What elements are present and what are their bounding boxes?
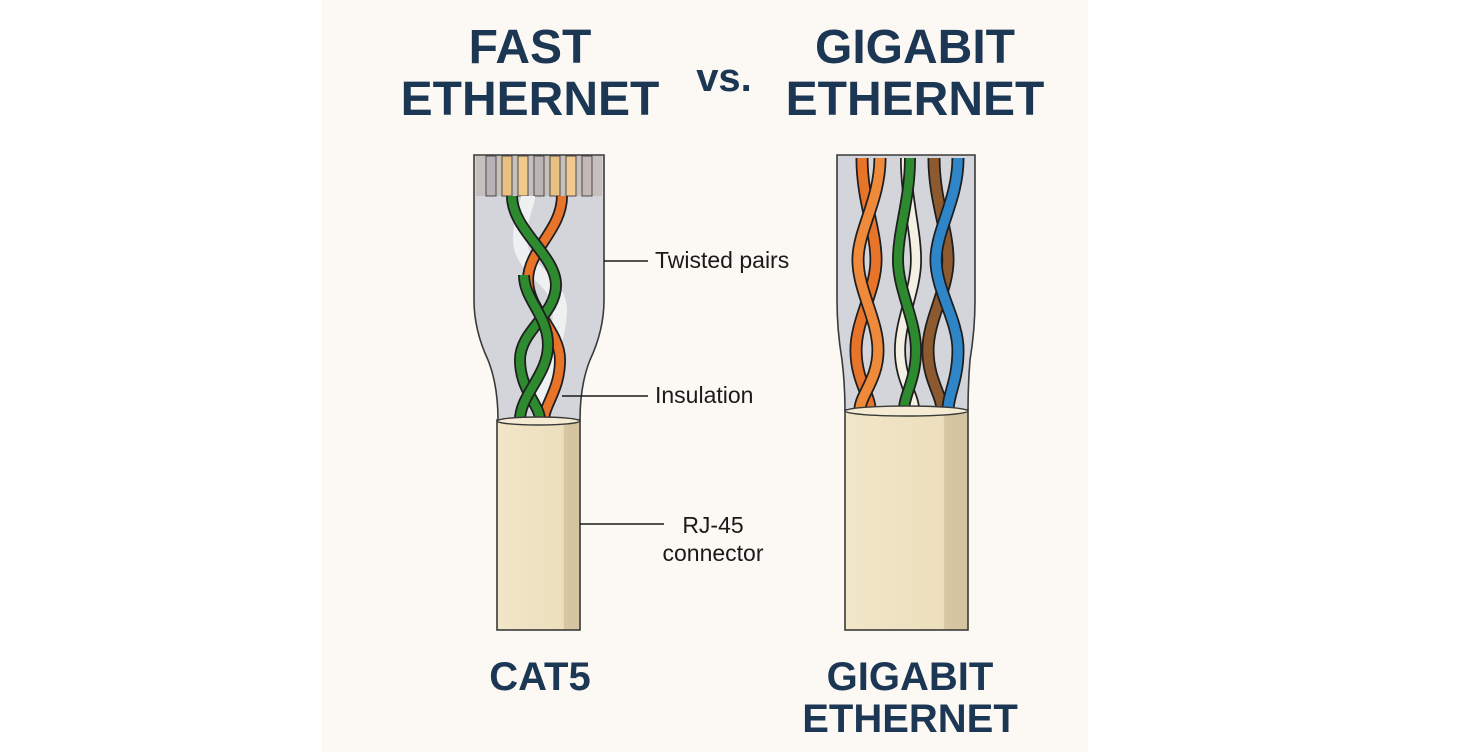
title-right-line1: GIGABIT	[815, 21, 1015, 74]
gigabit-cable	[836, 154, 976, 631]
title-vs: vs.	[696, 56, 752, 100]
label-twisted-pairs: Twisted pairs	[655, 247, 790, 273]
cat5-cable	[473, 154, 605, 631]
label-rj45-line2: connector	[662, 540, 764, 566]
label-rj45-line1: RJ-45	[682, 512, 744, 538]
caption-cat5: CAT5	[489, 655, 591, 699]
title-gigabit-ethernet: GIGABIT ETHERNET	[770, 22, 1060, 126]
cat5-jacket	[496, 419, 581, 631]
caption-right-line2: ETHERNET	[802, 697, 1018, 741]
title-left-line2: ETHERNET	[400, 73, 660, 126]
caption-gigabit-ethernet: GIGABIT ETHERNET	[780, 656, 1040, 740]
title-left-line1: FAST	[468, 21, 592, 74]
title-right-line2: ETHERNET	[785, 73, 1045, 126]
title-fast-ethernet: FAST ETHERNET	[392, 22, 668, 126]
label-insulation: Insulation	[655, 382, 754, 408]
cat5-pins	[485, 155, 593, 197]
label-rj45-connector: RJ-45 connector	[651, 511, 775, 567]
gigabit-jacket	[844, 409, 969, 631]
caption-right-line1: GIGABIT	[826, 655, 994, 699]
